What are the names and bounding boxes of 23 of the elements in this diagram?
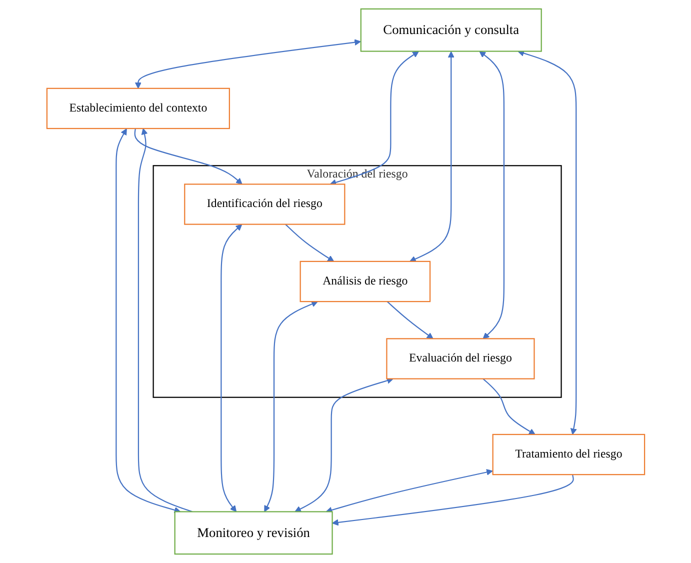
- node-box: Análisis de riesgo: [300, 260, 430, 302]
- arrow: [386, 301, 434, 339]
- arrow: [517, 50, 577, 435]
- arrow: [409, 51, 454, 262]
- arrow: [332, 474, 574, 526]
- arrow: [264, 300, 318, 512]
- node-box: Establecimiento del contexto: [46, 88, 230, 130]
- arrow: [330, 51, 419, 186]
- node-box: Evaluación del riesgo: [386, 338, 535, 380]
- arrow: [220, 224, 242, 512]
- arrow: [294, 377, 394, 512]
- arrow: [115, 128, 180, 514]
- node-box: Comunicación y consulta: [360, 8, 542, 52]
- arrow: [478, 51, 504, 339]
- node-box: Monitoreo y revisión: [174, 511, 333, 555]
- arrow: [138, 128, 192, 512]
- node-box: Identificación del riesgo: [184, 184, 345, 225]
- arrow: [134, 39, 361, 89]
- arrow: [326, 469, 493, 514]
- arrow: [284, 224, 334, 262]
- arrow: [482, 378, 536, 435]
- node-box: Tratamiento del riesgo: [492, 434, 645, 476]
- arrow: [134, 128, 242, 184]
